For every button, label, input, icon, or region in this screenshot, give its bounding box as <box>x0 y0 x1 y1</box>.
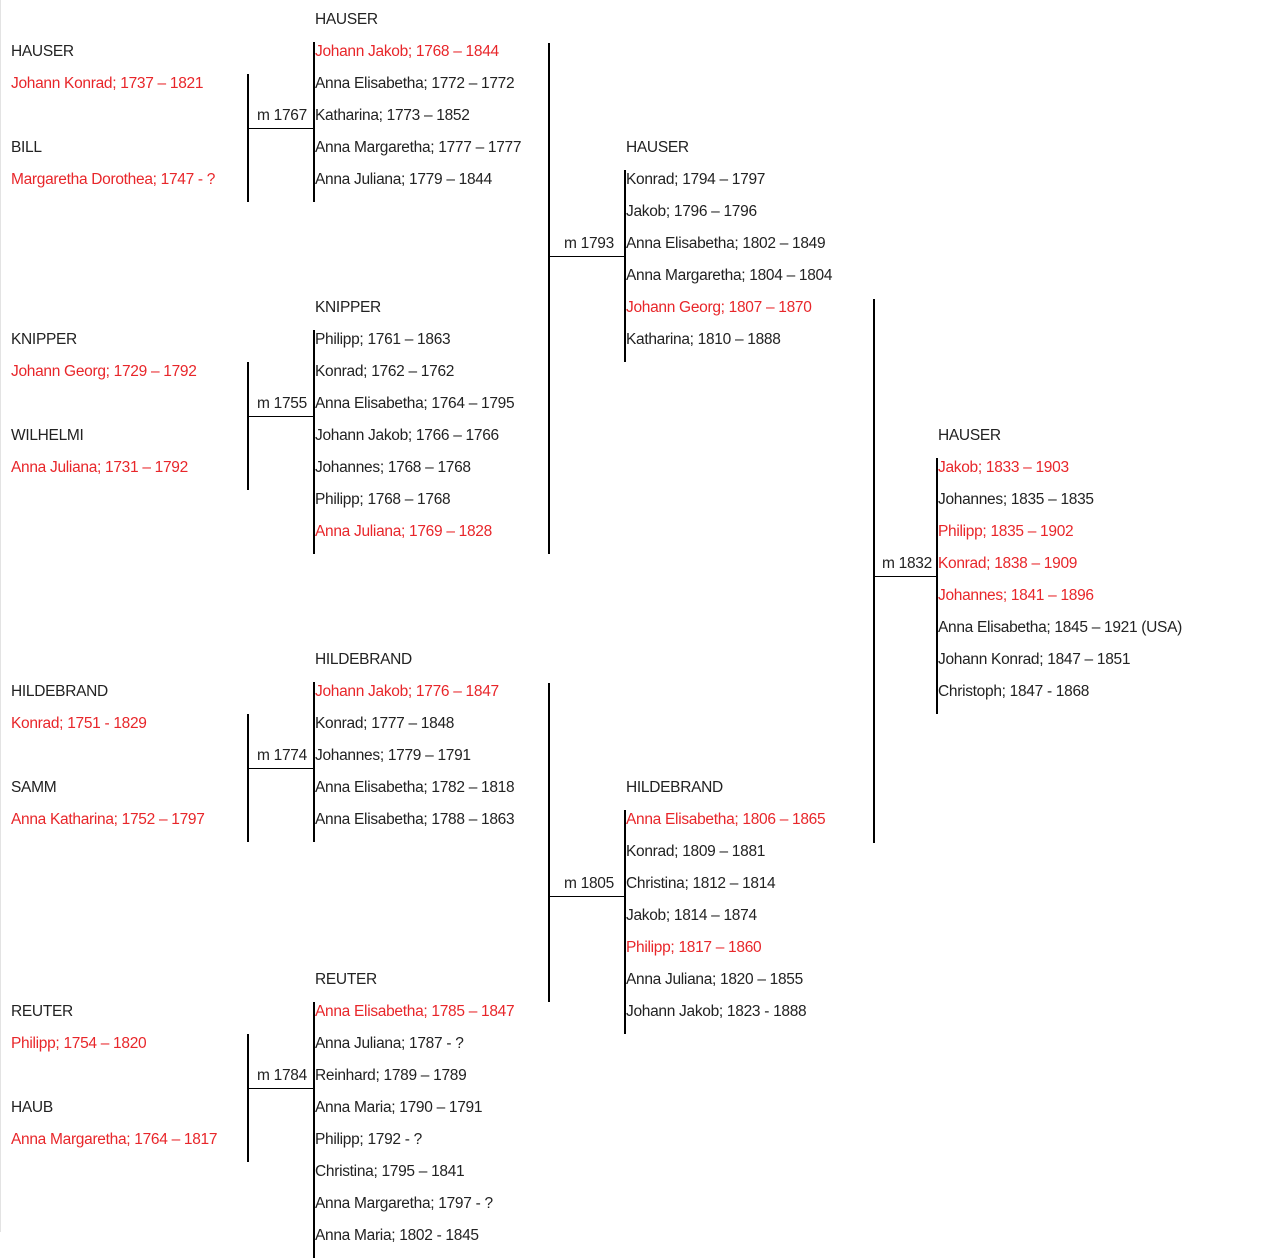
child-entry: Konrad; 1794 – 1797 <box>626 171 766 188</box>
wife-family-name: BILL <box>11 139 42 156</box>
child-entry: Anna Elisabetha; 1788 – 1863 <box>315 811 515 828</box>
child-entry: Katharina; 1773 – 1852 <box>315 107 470 124</box>
child-entry: Konrad; 1777 – 1848 <box>315 715 455 732</box>
child-entry: Anna Margaretha; 1797 - ? <box>315 1195 493 1212</box>
child-entry: Johann Jakob; 1823 - 1888 <box>626 1003 807 1020</box>
child-entry: Anna Juliana; 1820 – 1855 <box>626 971 803 988</box>
hauser1832-parents-bar <box>873 299 875 843</box>
knipper1755-parents-bar <box>247 362 249 490</box>
child-entry: Anna Elisabetha; 1772 – 1772 <box>315 75 515 92</box>
wife-family-name: WILHELMI <box>11 427 84 444</box>
child-entry: Anna Margaretha; 1804 – 1804 <box>626 267 833 284</box>
husband-entry: Johann Konrad; 1737 – 1821 <box>11 75 204 92</box>
wife-entry: Margaretha Dorothea; 1747 - ? <box>11 171 216 188</box>
hildebrand1805-children-family: HILDEBRAND <box>626 779 723 796</box>
child-entry: Philipp; 1792 - ? <box>315 1131 422 1148</box>
child-entry: Anna Margaretha; 1777 – 1777 <box>315 139 522 156</box>
hauser1793-marriage-label: m 1793 <box>564 235 614 252</box>
reuter1784-children-family: REUTER <box>315 971 377 988</box>
husband-family-name: HAUSER <box>11 43 74 60</box>
hauser1832-marriage-connector <box>874 576 936 577</box>
child-entry: Anna Elisabetha; 1806 – 1865 <box>626 811 826 828</box>
child-entry: Katharina; 1810 – 1888 <box>626 331 781 348</box>
child-entry: Johannes; 1768 – 1768 <box>315 459 471 476</box>
child-entry: Christoph; 1847 - 1868 <box>938 683 1090 700</box>
child-entry: Anna Juliana; 1787 - ? <box>315 1035 464 1052</box>
child-entry: Philipp; 1835 – 1902 <box>938 523 1074 540</box>
child-entry: Anna Juliana; 1769 – 1828 <box>315 523 492 540</box>
hauser1793-children-bar <box>624 170 626 362</box>
child-entry: Johannes; 1835 – 1835 <box>938 491 1094 508</box>
child-entry: Philipp; 1761 – 1863 <box>315 331 451 348</box>
left-border <box>0 0 1 1232</box>
hildebrand1774-children-family: HILDEBRAND <box>315 651 412 668</box>
child-entry: Reinhard; 1789 – 1789 <box>315 1067 467 1084</box>
husband-entry: Konrad; 1751 - 1829 <box>11 715 147 732</box>
hauser1767-marriage-label: m 1767 <box>257 107 307 124</box>
hildebrand1805-marriage-label: m 1805 <box>564 875 614 892</box>
child-entry: Johannes; 1779 – 1791 <box>315 747 471 764</box>
child-entry: Anna Elisabetha; 1764 – 1795 <box>315 395 515 412</box>
child-entry: Philipp; 1817 – 1860 <box>626 939 762 956</box>
child-entry: Anna Elisabetha; 1782 – 1818 <box>315 779 515 796</box>
knipper1755-children-bar <box>313 330 315 554</box>
hildebrand1774-marriage-label: m 1774 <box>257 747 307 764</box>
reuter1784-marriage-connector <box>248 1088 313 1089</box>
child-entry: Johann Jakob; 1766 – 1766 <box>315 427 499 444</box>
child-entry: Anna Juliana; 1779 – 1844 <box>315 171 492 188</box>
hildebrand1805-marriage-connector <box>549 896 624 897</box>
hauser1767-children-family: HAUSER <box>315 11 378 28</box>
child-entry: Anna Elisabetha; 1845 – 1921 (USA) <box>938 619 1182 636</box>
child-entry: Jakob; 1814 – 1874 <box>626 907 757 924</box>
hauser1767-parents-bar <box>247 74 249 202</box>
hauser1793-marriage-connector <box>549 256 624 257</box>
hildebrand1805-children-bar <box>624 810 626 1034</box>
husband-family-name: KNIPPER <box>11 331 77 348</box>
child-entry: Jakob; 1833 – 1903 <box>938 459 1069 476</box>
husband-family-name: HILDEBRAND <box>11 683 108 700</box>
hildebrand1774-parents-bar <box>247 714 249 842</box>
child-entry: Anna Elisabetha; 1802 – 1849 <box>626 235 826 252</box>
child-entry: Johann Konrad; 1847 – 1851 <box>938 651 1131 668</box>
hauser1793-parents-bar <box>548 43 550 554</box>
child-entry: Jakob; 1796 – 1796 <box>626 203 757 220</box>
child-entry: Johann Georg; 1807 – 1870 <box>626 299 812 316</box>
hauser1767-children-bar <box>313 42 315 202</box>
child-entry: Konrad; 1762 – 1762 <box>315 363 455 380</box>
hauser1832-marriage-label: m 1832 <box>882 555 932 572</box>
reuter1784-marriage-label: m 1784 <box>257 1067 307 1084</box>
hauser1832-children-bar <box>936 458 938 714</box>
reuter1784-parents-bar <box>247 1034 249 1162</box>
knipper1755-children-family: KNIPPER <box>315 299 381 316</box>
child-entry: Johannes; 1841 – 1896 <box>938 587 1094 604</box>
knipper1755-marriage-connector <box>248 416 313 417</box>
wife-family-name: SAMM <box>11 779 57 796</box>
child-entry: Anna Elisabetha; 1785 – 1847 <box>315 1003 515 1020</box>
husband-entry: Philipp; 1754 – 1820 <box>11 1035 147 1052</box>
child-entry: Johann Jakob; 1768 – 1844 <box>315 43 499 60</box>
wife-entry: Anna Katharina; 1752 – 1797 <box>11 811 205 828</box>
knipper1755-marriage-label: m 1755 <box>257 395 307 412</box>
hauser1767-marriage-connector <box>248 128 313 129</box>
child-entry: Anna Maria; 1802 - 1845 <box>315 1227 479 1244</box>
husband-family-name: REUTER <box>11 1003 73 1020</box>
child-entry: Konrad; 1838 – 1909 <box>938 555 1078 572</box>
child-entry: Konrad; 1809 – 1881 <box>626 843 766 860</box>
child-entry: Philipp; 1768 – 1768 <box>315 491 451 508</box>
wife-entry: Anna Margaretha; 1764 – 1817 <box>11 1131 218 1148</box>
wife-family-name: HAUB <box>11 1099 53 1116</box>
child-entry: Christina; 1812 – 1814 <box>626 875 776 892</box>
child-entry: Christina; 1795 – 1841 <box>315 1163 465 1180</box>
child-entry: Anna Maria; 1790 – 1791 <box>315 1099 483 1116</box>
hildebrand1805-parents-bar <box>548 683 550 1002</box>
hauser1793-children-family: HAUSER <box>626 139 689 156</box>
hildebrand1774-children-bar <box>313 682 315 842</box>
child-entry: Johann Jakob; 1776 – 1847 <box>315 683 499 700</box>
husband-entry: Johann Georg; 1729 – 1792 <box>11 363 197 380</box>
reuter1784-children-bar <box>313 1002 315 1258</box>
hauser1832-children-family: HAUSER <box>938 427 1001 444</box>
hildebrand1774-marriage-connector <box>248 768 313 769</box>
wife-entry: Anna Juliana; 1731 – 1792 <box>11 459 188 476</box>
